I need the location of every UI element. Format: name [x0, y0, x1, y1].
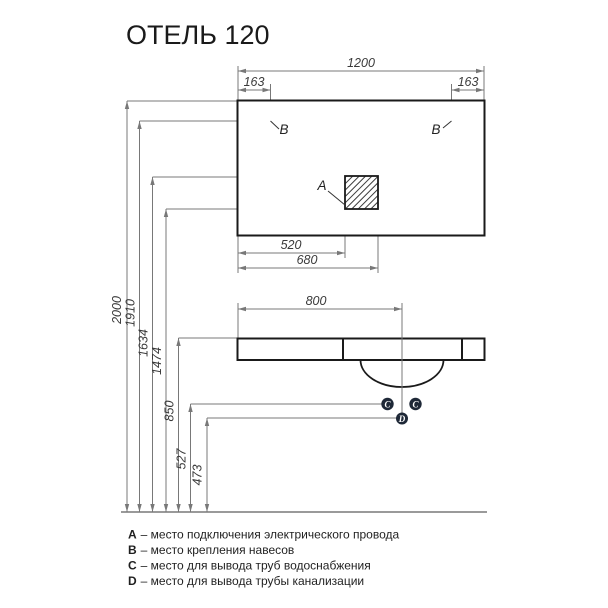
legend-item-hangers: B – место крепления навесов	[128, 543, 294, 557]
electrical-outlet-area	[344, 175, 379, 210]
legend-letter-a: A	[128, 528, 137, 542]
dim-text-1634: 1634	[137, 329, 151, 357]
legend-desc-d: – место для вывода трубы канализации	[141, 574, 364, 588]
legend: A – место подключения электрического пров…	[128, 528, 399, 589]
label-hanger-left: B	[279, 122, 288, 137]
legend-desc-c: – место для вывода труб водоснабжения	[141, 559, 371, 573]
label-hanger-right: B	[431, 122, 440, 137]
dim-text-2000: 2000	[110, 296, 124, 325]
leader-electrical	[327, 190, 346, 206]
label-electrical: A	[316, 178, 326, 193]
dim-text-1474: 1474	[150, 347, 164, 375]
legend-item-water: C – место для вывода труб водоснабжения	[128, 559, 371, 573]
drain-outlet-letter: D	[398, 414, 406, 424]
legend-desc-a: – место подключения электрического прово…	[141, 528, 400, 542]
page-title: ОТЕЛЬ 120	[126, 20, 270, 50]
water-outlet-right-circle	[409, 397, 422, 411]
legend-letter-c: C	[128, 559, 137, 573]
dim-text-1200: 1200	[347, 56, 375, 70]
dim-text-520: 520	[281, 238, 302, 252]
dim-text-800: 800	[306, 294, 327, 308]
dim-text-850: 850	[163, 401, 177, 422]
dim-text-527: 527	[175, 448, 189, 470]
countertop	[236, 337, 486, 361]
legend-item-electrical: A – место подключения электрического пров…	[128, 528, 399, 542]
water-outlet-left-circle	[381, 397, 394, 411]
dim-text-473: 473	[191, 465, 205, 486]
legend-desc-b: – место крепления навесов	[141, 543, 295, 557]
dim-text-1910: 1910	[124, 299, 138, 327]
dim-text-163-left: 163	[244, 75, 265, 89]
legend-letter-b: B	[128, 543, 137, 557]
dim-text-163-right: 163	[458, 75, 479, 89]
leader-hanger-right	[442, 120, 452, 129]
legend-item-drain: D – место для вывода трубы канализации	[128, 574, 364, 588]
water-outlet-left-letter: C	[384, 400, 391, 410]
dim-text-680: 680	[297, 253, 318, 267]
drain-outlet-circle	[396, 412, 408, 425]
water-outlet-right-letter: C	[412, 400, 419, 410]
mirror-panel	[236, 99, 486, 237]
leader-hanger-left	[270, 120, 280, 130]
legend-letter-d: D	[128, 574, 137, 588]
